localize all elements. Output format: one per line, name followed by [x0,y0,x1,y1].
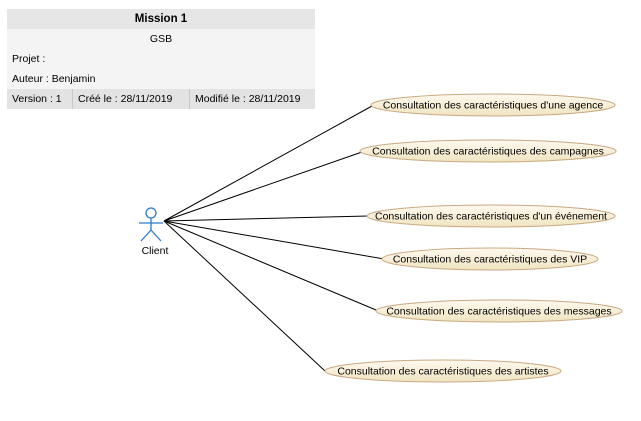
use-case-label: Consultation des caractéristiques des ca… [372,146,604,158]
created-date-field: Créé le : 28/11/2019 [73,89,190,109]
use-case-label: Consultation des caractéristiques d'une … [383,100,603,112]
diagram-info-panel: Mission 1 GSB Projet : Auteur : Benjamin… [7,9,315,109]
use-case-label: Consultation des caractéristiques des VI… [393,254,587,266]
association-line [163,105,373,222]
use-case-label: Consultation des caractéristiques des ar… [337,366,548,378]
version-field: Version : 1 [7,89,73,109]
association-line [163,220,377,311]
use-case-label: Consultation des caractéristiques des me… [386,306,611,318]
use-case[interactable]: Consultation des caractéristiques des ar… [324,359,562,383]
version-row: Version : 1 Créé le : 28/11/2019 Modifié… [7,89,315,109]
association-line [163,220,326,372]
actor-label: Client [141,245,169,257]
use-case[interactable]: Consultation des caractéristiques des me… [375,299,623,323]
association-line [163,151,363,222]
use-case-label: Consultation des caractéristiques d'un é… [375,211,607,223]
diagram-title: Mission 1 [7,9,315,29]
stick-figure-actor-icon [139,207,163,242]
use-case[interactable]: Consultation des caractéristiques d'un é… [366,204,616,228]
association-line [163,215,369,222]
author-field: Auteur : Benjamin [7,69,315,89]
actor-client[interactable] [139,207,163,242]
modified-date-field: Modifié le : 28/11/2019 [195,93,301,105]
use-case[interactable]: Consultation des caractéristiques des VI… [381,247,599,271]
association-line [163,220,385,260]
system-name: GSB [7,29,315,49]
use-case[interactable]: Consultation des caractéristiques d'une … [370,93,616,117]
project-field: Projet : [7,49,315,69]
use-case[interactable]: Consultation des caractéristiques des ca… [359,139,617,163]
associations [163,105,385,372]
